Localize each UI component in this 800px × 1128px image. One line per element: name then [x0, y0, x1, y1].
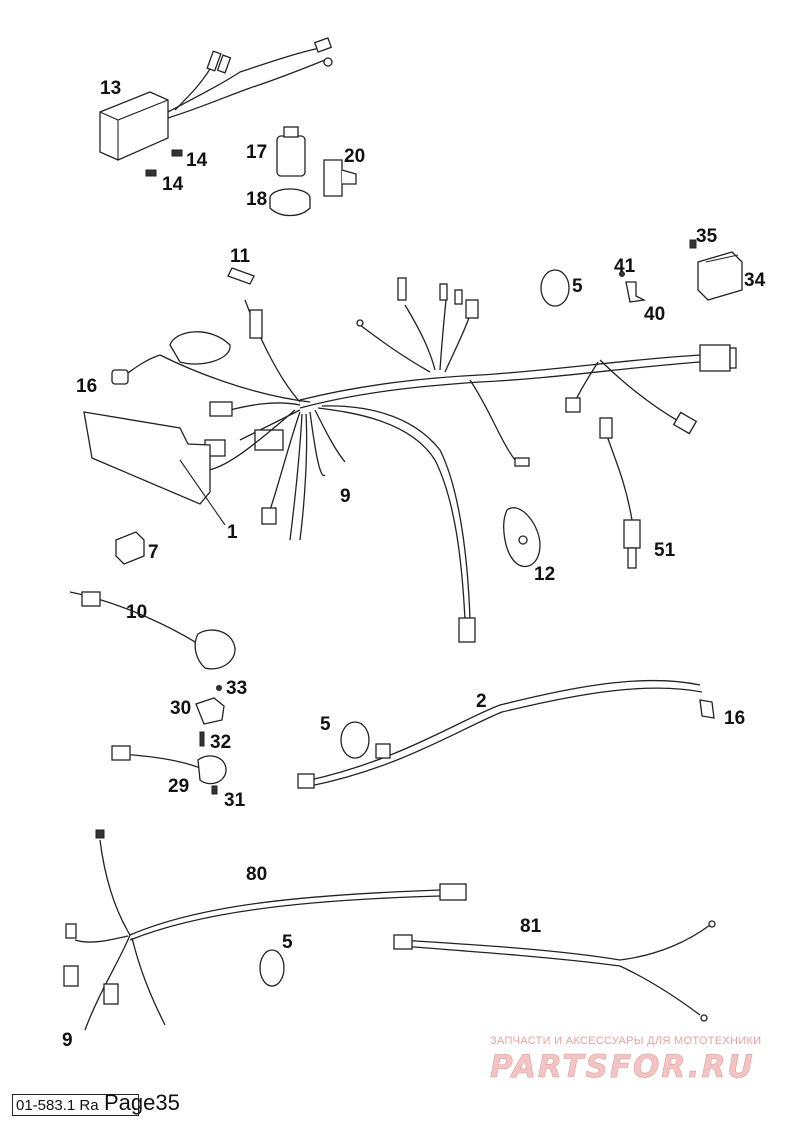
document-code-box: 01-583.1 Ra [12, 1094, 139, 1116]
part-5-cable-tie [259, 269, 570, 987]
callout-29: 29 [168, 776, 189, 797]
part-7-relay [115, 531, 145, 565]
watermark-brand-logo: PARTSFOR.RU [490, 1049, 755, 1085]
part-2-rear-harness [297, 679, 715, 789]
callout-12: 12 [534, 564, 555, 585]
callout-80: 80 [246, 864, 267, 885]
callout-16-rear: 16 [724, 708, 745, 729]
watermark: ЗАПЧАСТИ И АКСЕССУАРЫ ДЛЯ МОТОТЕХНИКИ PA… [490, 1035, 761, 1085]
callout-7: 7 [148, 542, 159, 563]
watermark-tagline: ЗАПЧАСТИ И АКСЕССУАРЫ ДЛЯ МОТОТЕХНИКИ [490, 1035, 761, 1047]
callout-2: 2 [476, 691, 487, 712]
callout-labels: 13 14 14 17 18 20 11 16 1 9 7 5 41 40 35… [62, 78, 766, 1051]
callout-16-front: 16 [76, 376, 97, 397]
callout-31: 31 [224, 790, 246, 811]
callout-5-middle: 5 [320, 714, 331, 735]
part-30-switch-housing [195, 685, 225, 747]
callout-20: 20 [344, 146, 365, 167]
callout-30: 30 [170, 698, 191, 719]
part-11-fuse [227, 267, 255, 285]
callout-34: 34 [744, 270, 766, 291]
part-20-bracket [323, 159, 357, 197]
part-17-capacitor [276, 126, 306, 177]
part-80-harness [63, 829, 467, 1031]
part-51-sensor [599, 417, 641, 569]
callout-35: 35 [696, 226, 718, 247]
callout-5-bottom: 5 [282, 932, 293, 953]
part-18-rubber-ring [269, 188, 311, 217]
callout-5-top: 5 [572, 276, 583, 297]
part-1-main-harness [83, 277, 737, 643]
callout-18: 18 [246, 189, 267, 210]
callout-81: 81 [520, 916, 542, 937]
part-13-cdi-unit [99, 37, 333, 161]
part-10-switch [69, 591, 236, 670]
callout-9-bottom: 9 [62, 1030, 73, 1051]
callout-9-main: 9 [340, 486, 351, 507]
callout-32: 32 [210, 732, 231, 753]
callout-14-upper: 14 [186, 150, 208, 171]
callout-10: 10 [126, 602, 147, 623]
callout-17: 17 [246, 142, 267, 163]
callout-11: 11 [230, 246, 251, 267]
callout-41: 41 [614, 256, 636, 277]
callout-51: 51 [654, 540, 676, 561]
callout-14-lower: 14 [162, 174, 184, 195]
callout-33: 33 [226, 678, 247, 699]
part-14-screws [145, 149, 183, 177]
page-number: Page35 [104, 1090, 180, 1115]
part-29-switch [111, 745, 227, 795]
part-81-harness [393, 920, 716, 1022]
part-34-35-regulator [689, 239, 743, 301]
callout-40: 40 [644, 304, 665, 325]
callout-1: 1 [227, 522, 238, 543]
part-12-horn [503, 507, 541, 568]
callout-13: 13 [100, 78, 121, 99]
part-40-41-bracket [619, 271, 647, 303]
